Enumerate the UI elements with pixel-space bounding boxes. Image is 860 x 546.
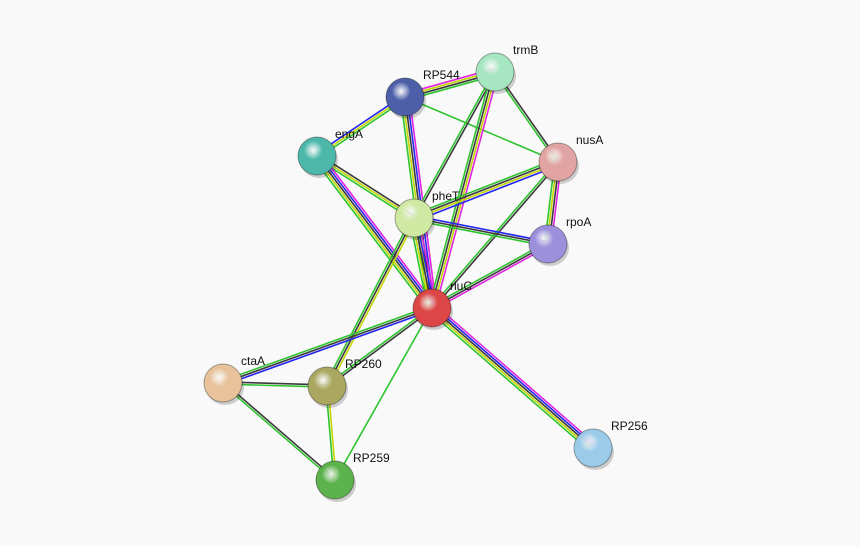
evidence-line-green — [413, 219, 548, 247]
evidence-line-yellow — [328, 218, 417, 388]
evidence-line-black — [327, 308, 434, 388]
node-sphere[interactable] — [315, 460, 355, 500]
node-label: RP256 — [611, 419, 648, 433]
node-label: ctaA — [241, 354, 265, 368]
edge-ctaA-RP259[interactable] — [221, 381, 337, 482]
node-label: pheT — [432, 189, 460, 203]
node-rluC[interactable]: rluC — [412, 279, 472, 330]
evidence-line-black — [414, 72, 497, 219]
evidence-line-black — [431, 307, 594, 449]
node-sphere[interactable] — [203, 363, 243, 403]
evidence-line-yellow — [430, 309, 593, 451]
node-sphere[interactable] — [475, 52, 515, 92]
edge-rluC-ctaA[interactable] — [221, 305, 434, 386]
node-nusA[interactable]: nusA — [538, 133, 603, 184]
node-sphere[interactable] — [538, 142, 578, 182]
edge-pheT-RP260[interactable] — [324, 216, 417, 388]
node-RP544[interactable]: RP544 — [385, 68, 460, 119]
edge-rpoA-rluC[interactable] — [430, 241, 550, 311]
node-sphere[interactable] — [394, 198, 434, 238]
node-sphere[interactable] — [573, 428, 613, 468]
evidence-line-black — [317, 153, 416, 217]
evidence-line-blue — [414, 164, 560, 222]
edge-engA-rluC[interactable] — [312, 152, 437, 312]
evidence-line-green — [334, 307, 433, 481]
evidence-line-blue — [318, 154, 435, 308]
evidence-line-green — [412, 71, 495, 218]
evidence-line-blue — [414, 215, 549, 243]
evidence-line-black — [430, 71, 495, 308]
evidence-line-yellow — [316, 155, 415, 219]
evidence-line-green — [428, 310, 591, 452]
node-label: RP259 — [353, 451, 390, 465]
evidence-line-black — [413, 217, 549, 245]
node-RP259[interactable]: RP259 — [315, 451, 390, 502]
evidence-line-yellow — [414, 162, 559, 220]
evidence-line-blue — [223, 309, 434, 386]
edges-layer — [221, 68, 597, 482]
node-pheT[interactable]: pheT — [394, 189, 460, 240]
node-sphere[interactable] — [297, 136, 337, 176]
evidence-line-black — [223, 381, 337, 480]
node-label: rluC — [450, 279, 472, 293]
node-label: engA — [335, 127, 363, 141]
node-label: rpoA — [566, 215, 591, 229]
evidence-line-green — [412, 158, 558, 216]
evidence-line-magenta — [432, 245, 550, 311]
evidence-line-black — [326, 217, 415, 387]
node-sphere[interactable] — [412, 288, 452, 328]
evidence-line-yellow — [432, 72, 497, 309]
evidence-line-green — [312, 158, 430, 312]
edge-nusA-pheT[interactable] — [412, 158, 560, 222]
edge-rluC-RP260[interactable] — [325, 306, 434, 388]
edge-trmB-rluC[interactable] — [428, 70, 499, 310]
evidence-line-green — [430, 241, 548, 307]
node-label: nusA — [576, 133, 603, 147]
nodes-layer: trmB RP544 engA nusA pheT rpoA rluC ctaA RP260RP… — [203, 43, 648, 502]
node-label: RP260 — [345, 357, 382, 371]
edge-rluC-RP259[interactable] — [334, 307, 433, 481]
evidence-line-green — [324, 216, 413, 386]
edge-pheT-rpoA[interactable] — [413, 215, 549, 247]
evidence-line-green — [428, 70, 493, 308]
evidence-line-black — [413, 160, 558, 218]
evidence-line-green — [221, 383, 335, 482]
evidence-line-blue — [432, 305, 595, 447]
node-RP256[interactable]: RP256 — [573, 419, 648, 470]
edge-trmB-pheT[interactable] — [412, 71, 497, 219]
evidence-line-black — [222, 307, 433, 384]
node-ctaA[interactable]: ctaA — [203, 354, 265, 405]
node-trmB[interactable]: trmB — [475, 43, 538, 94]
evidence-line-magenta — [434, 72, 499, 310]
evidence-line-black — [431, 243, 549, 309]
evidence-line-green — [221, 305, 432, 382]
evidence-line-magenta — [319, 152, 437, 306]
evidence-line-magenta — [434, 304, 597, 446]
node-label: RP544 — [423, 68, 460, 82]
evidence-line-yellow — [314, 156, 431, 310]
node-sphere[interactable] — [528, 224, 568, 264]
node-rpoA[interactable]: rpoA — [528, 215, 591, 266]
evidence-line-green — [325, 306, 432, 386]
evidence-line-black — [316, 155, 433, 309]
node-sphere[interactable] — [307, 366, 347, 406]
node-RP260[interactable]: RP260 — [307, 357, 382, 408]
edge-rluC-RP256[interactable] — [428, 304, 597, 452]
node-sphere[interactable] — [385, 77, 425, 117]
node-engA[interactable]: engA — [297, 127, 363, 178]
node-label: trmB — [513, 43, 538, 57]
